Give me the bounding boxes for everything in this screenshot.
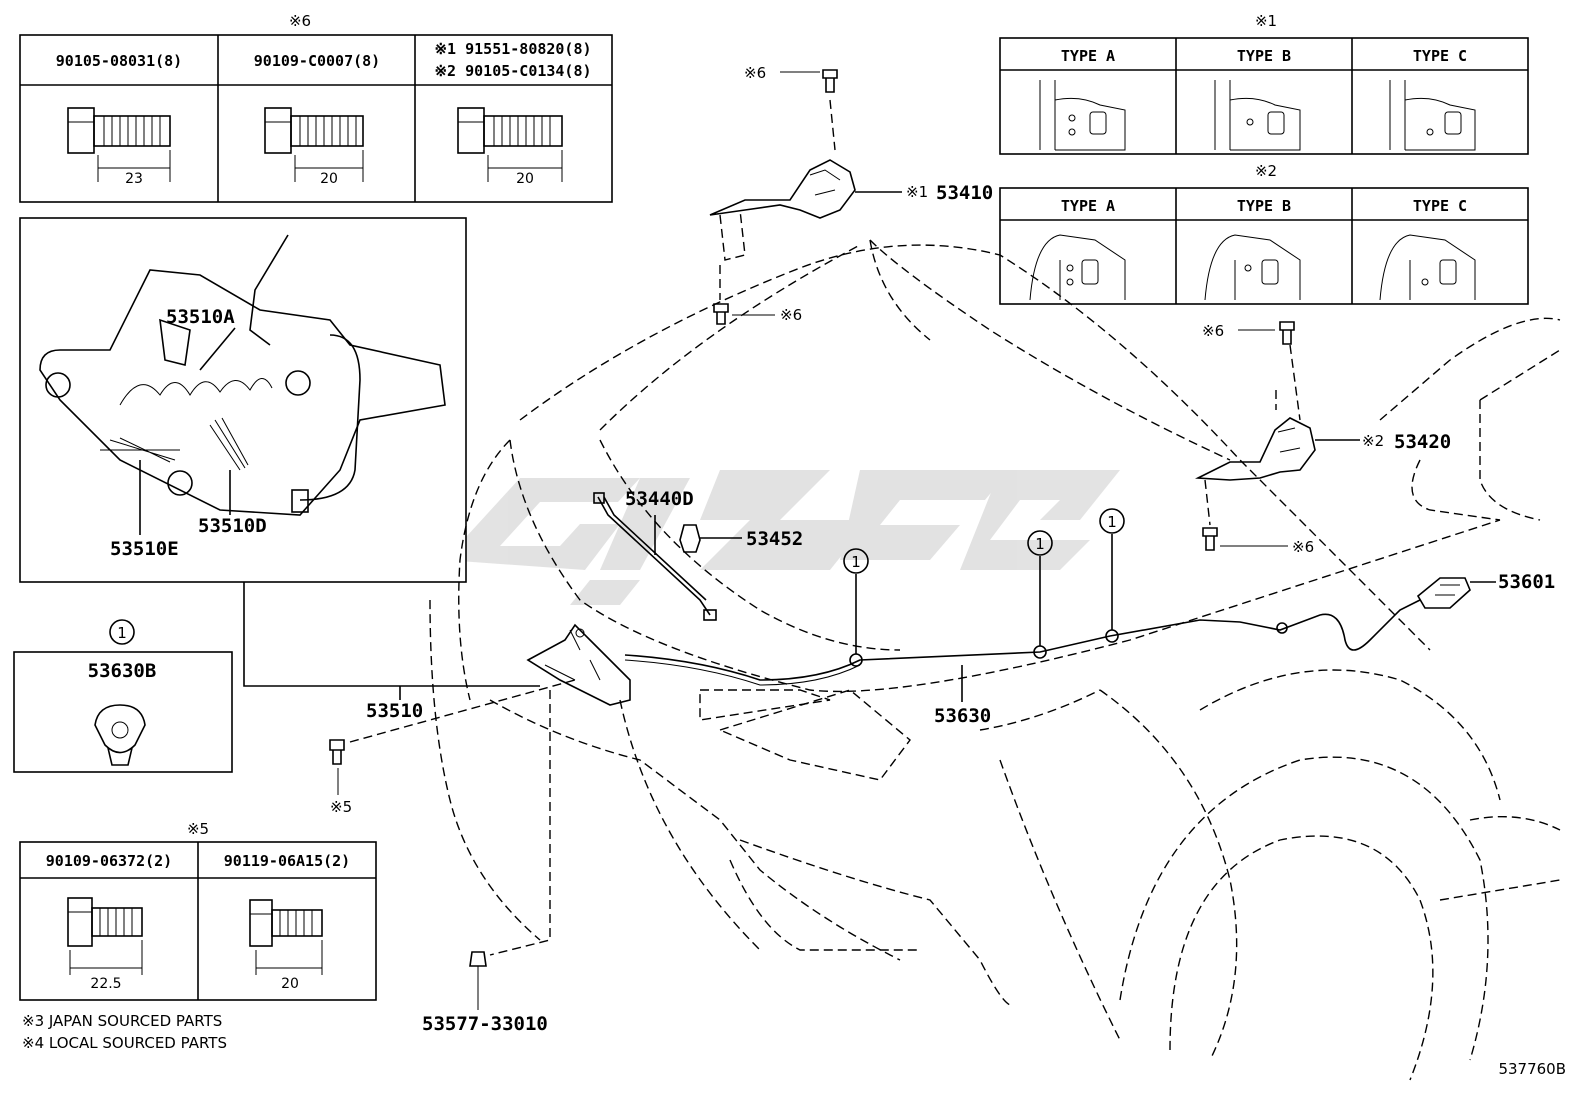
bolt-drawing: 20 (264, 107, 364, 187)
callout-mark: ※2 (1362, 432, 1384, 450)
callout-53420: 53420 (1394, 431, 1451, 453)
callout-mark: ※6 (1292, 538, 1314, 556)
callout-53410: 53410 (936, 182, 993, 204)
callout-mark: ※6 (744, 64, 766, 82)
watermark-logo (445, 470, 1120, 605)
latch-detail-inset: 53510A 53510E 53510D (19, 217, 467, 583)
callout-mark: ※5 (330, 798, 352, 816)
circle-ref: 1 (1035, 535, 1045, 553)
note-line: ※4 LOCAL SOURCED PARTS (22, 1034, 227, 1052)
table-mark: ※5 (187, 820, 209, 838)
dim-value: 23 (125, 171, 143, 187)
callout-mark: ※1 (906, 183, 928, 201)
circle-ref: 1 (851, 553, 861, 571)
type-table-2: ※2 TYPE A TYPE B TYPE C (999, 162, 1529, 305)
inset-label: 53510A (166, 306, 235, 328)
type-table-1: ※1 TYPE A TYPE B TYPE C (999, 12, 1529, 155)
table-cell-part: ※2 90105-C0134(8) (434, 62, 591, 80)
note-line: ※3 JAPAN SOURCED PARTS (22, 1012, 222, 1030)
vehicle-outline (429, 239, 1561, 1081)
inset-label: 53510E (110, 538, 179, 560)
dim-value: 20 (516, 171, 534, 187)
inset-label: 53510D (198, 515, 267, 537)
clip-detail-box: 1 53630B (13, 619, 233, 773)
callout-53440D: 53440D (625, 488, 694, 510)
bolt-spec-table-top: ※6 90105-08031(8) 90109-C0007(8) ※1 9155… (19, 12, 613, 203)
dim-value: 22.5 (90, 976, 121, 992)
callout-53510: 53510 (366, 700, 423, 722)
bolt-drawing: 23 (67, 107, 171, 187)
table-cell-part: 90105-08031(8) (56, 52, 182, 70)
diagram-code: 537760B (1498, 1060, 1566, 1078)
table-cell-part: ※1 91551-80820(8) (434, 40, 591, 58)
callout-mark: ※6 (1202, 322, 1224, 340)
table-mark: ※6 (289, 12, 311, 30)
hood-hinge-53420 (1194, 321, 1360, 551)
type-label: TYPE A (1061, 47, 1115, 65)
callout-53601: 53601 (1498, 571, 1555, 593)
table-cell-part: 90119-06A15(2) (224, 852, 350, 870)
bolt-drawing: 20 (457, 107, 563, 187)
bolt-drawing: 22.5 (67, 897, 143, 992)
table-cell-part: 90109-C0007(8) (254, 52, 380, 70)
type-label: TYPE C (1413, 197, 1467, 215)
hood-lock-53510 (349, 623, 631, 956)
clip-part-label: 53630B (88, 660, 157, 682)
callout-53630: 53630 (934, 705, 991, 727)
bolt-drawing: 20 (249, 899, 323, 992)
inset-leader-line (243, 582, 540, 687)
clip-circle-ref: 1 (117, 624, 127, 642)
dim-value: 20 (281, 976, 299, 992)
type-label: TYPE A (1061, 197, 1115, 215)
release-lever-53601 (1416, 577, 1496, 609)
type-label: TYPE B (1237, 47, 1291, 65)
callout-mark: ※6 (780, 306, 802, 324)
cushion-53577 (469, 951, 487, 1010)
callout-53577: 53577-33010 (422, 1013, 548, 1035)
release-cable-53630 (624, 508, 1421, 702)
circle-ref: 1 (1107, 513, 1117, 531)
hood-hinge-53410 (709, 69, 902, 325)
hood-support-53440D (593, 492, 717, 621)
dim-value: 20 (320, 171, 338, 187)
type-label: TYPE C (1413, 47, 1467, 65)
bolt-icon (329, 739, 345, 795)
type-label: TYPE B (1237, 197, 1291, 215)
table-mark: ※1 (1255, 12, 1277, 30)
table-cell-part: 90109-06372(2) (46, 852, 172, 870)
callout-53452: 53452 (746, 528, 803, 550)
table-mark: ※2 (1255, 162, 1277, 180)
bolt-spec-table-bottom: ※5 90109-06372(2) 90119-06A15(2) 22.5 20 (19, 820, 377, 1001)
clip-53452 (679, 524, 742, 553)
